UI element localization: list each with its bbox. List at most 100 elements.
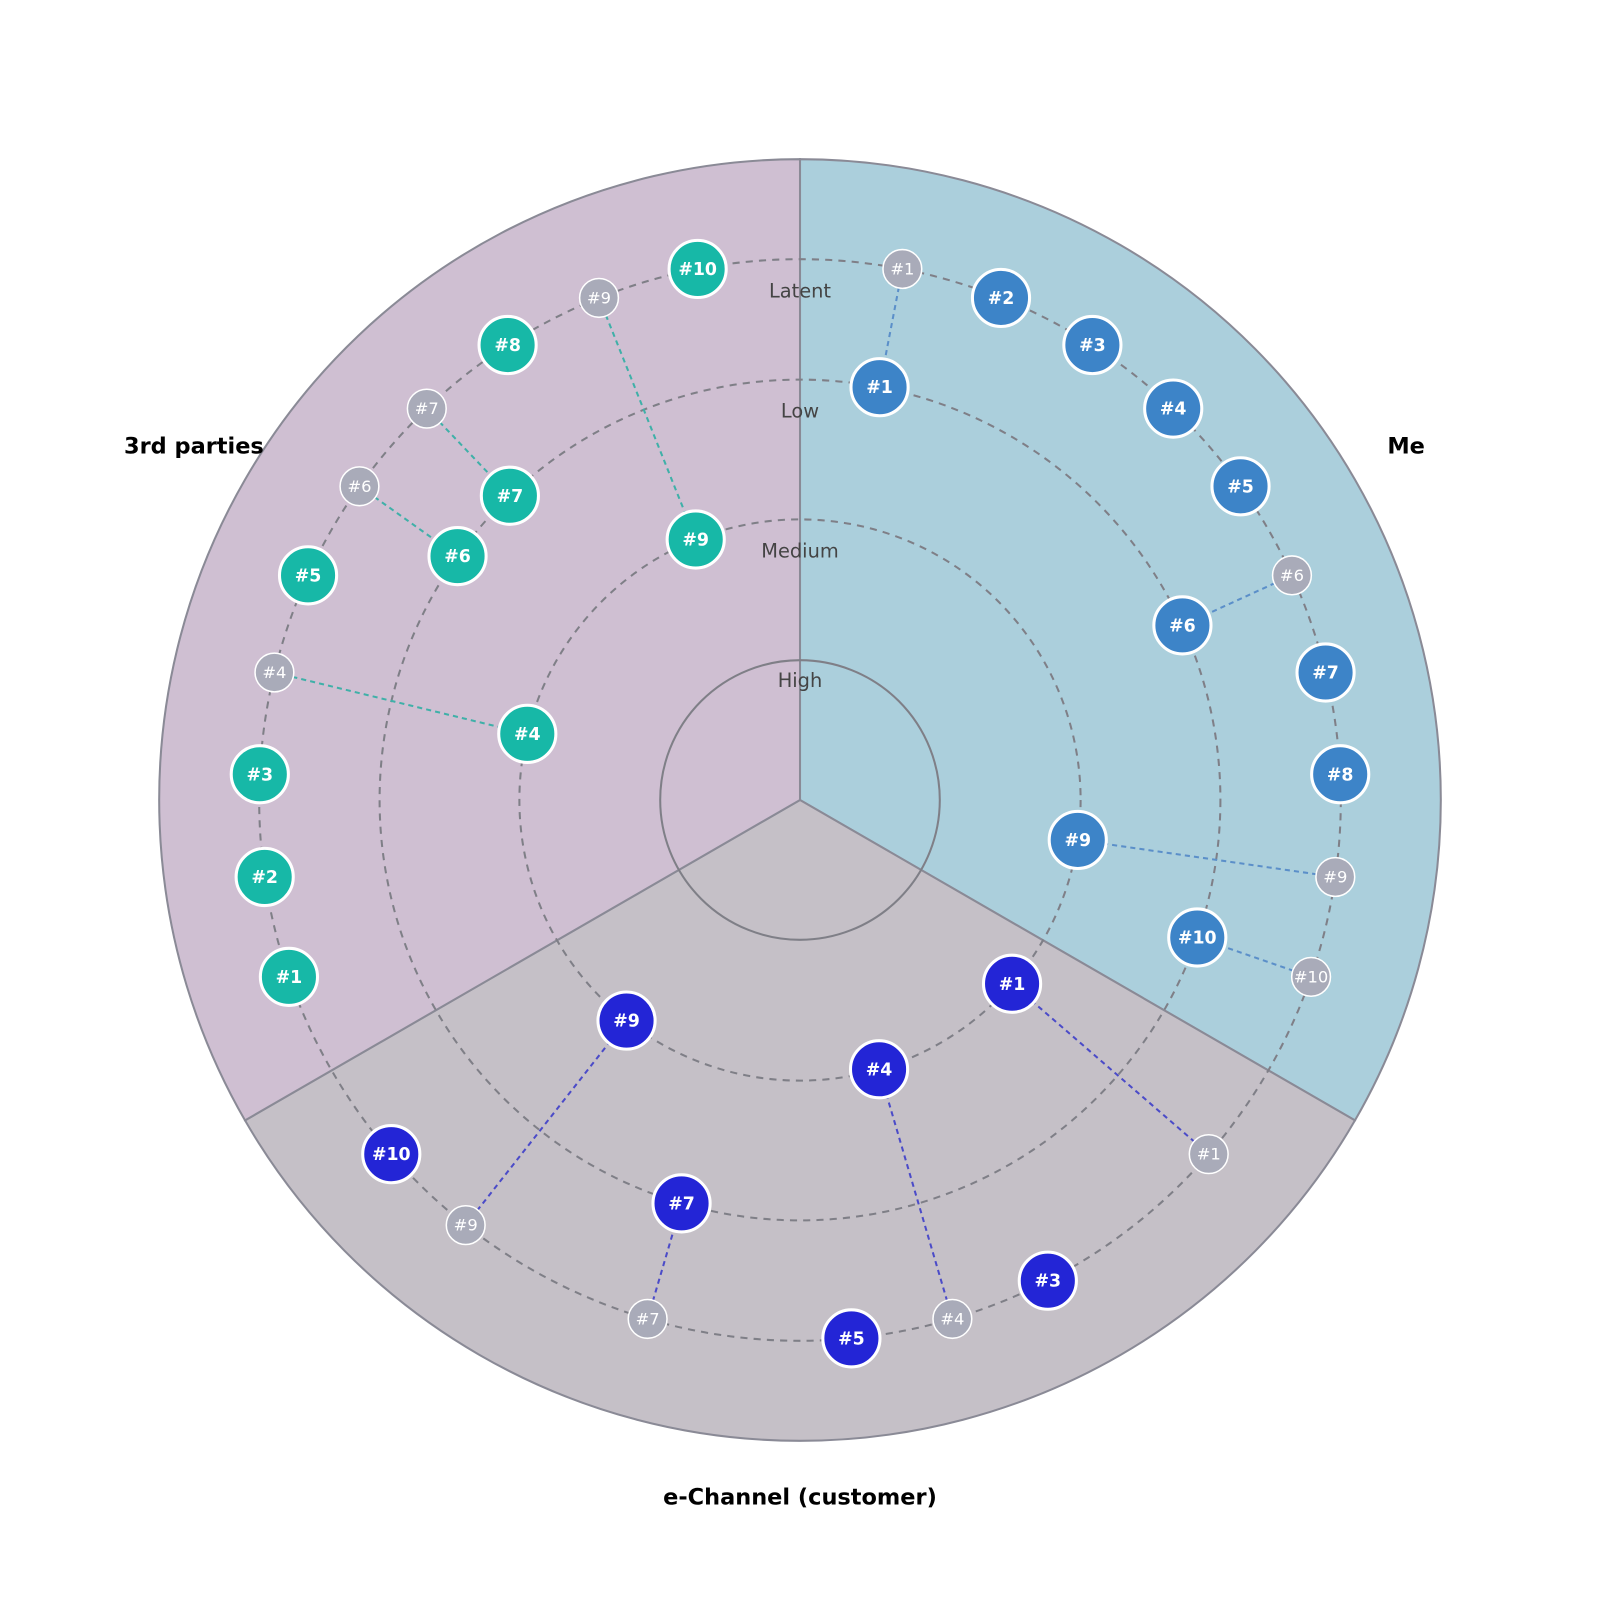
previous-position-label: #4: [262, 663, 286, 682]
previous-position-marker: [1271, 555, 1313, 596]
item-label: #3: [1079, 336, 1106, 356]
item-label: #6: [444, 547, 471, 567]
item-marker: [1310, 744, 1371, 805]
item-label: #1: [276, 968, 303, 988]
ring-low: [378, 378, 1222, 1222]
item-label: #3: [1035, 1272, 1062, 1292]
item-marker: [1210, 456, 1271, 517]
item-marker: [651, 1173, 712, 1234]
previous-position-label: #6: [347, 477, 371, 496]
item-label: #8: [1327, 765, 1354, 785]
item-label: #10: [678, 260, 717, 280]
previous-position-marker: [445, 1204, 486, 1246]
item-label: #7: [497, 487, 524, 507]
item-marker: [1047, 809, 1108, 871]
ring-labels: High Medium Low Latent: [761, 279, 838, 692]
item-marker: [277, 545, 339, 606]
movement-line: [598, 297, 697, 540]
item-marker: [848, 1039, 910, 1100]
item-label: #2: [251, 868, 278, 888]
item-marker: [821, 1308, 882, 1369]
item-label: #9: [613, 1012, 640, 1032]
previous-position-label: #9: [587, 288, 611, 307]
previous-position-marker: [578, 277, 620, 319]
movement-line: [464, 1019, 628, 1226]
item-marker: [1295, 642, 1356, 703]
previous-position-marker: [932, 1298, 973, 1340]
movement-line: [274, 671, 528, 735]
item-marker: [1143, 378, 1204, 439]
previous-position-label: #9: [454, 1216, 478, 1235]
item-marker: [981, 953, 1043, 1014]
previous-position-label: #7: [415, 399, 439, 418]
movement-line: [1011, 982, 1210, 1155]
movement-line: [1077, 838, 1336, 878]
item-label: #4: [1160, 400, 1187, 420]
previous-position-label: #1: [890, 259, 914, 278]
previous-position-label: #7: [636, 1309, 660, 1328]
item-marker: [479, 465, 540, 526]
item-label: #9: [682, 531, 709, 551]
previous-position-marker: [406, 388, 447, 429]
previous-position-marker: [1188, 1134, 1229, 1175]
ring-label-high: High: [778, 669, 823, 692]
previous-position-label: #9: [1323, 867, 1347, 886]
ring-medium: [518, 518, 1082, 1082]
item-marker: [258, 946, 320, 1007]
previous-position-marker: [339, 466, 380, 507]
previous-position-marker: [1315, 856, 1356, 898]
item-label: #5: [1227, 477, 1254, 497]
item-marker: [229, 744, 290, 805]
previous-position-marker: [627, 1298, 668, 1340]
item-label: #2: [988, 289, 1015, 309]
item-label: #8: [494, 336, 521, 356]
sector-label: e-Channel (customer): [663, 1484, 937, 1510]
item-marker: [1062, 314, 1123, 376]
item-label: #1: [866, 378, 893, 398]
item-marker: [427, 526, 488, 587]
previous-position-marker: [882, 248, 923, 290]
item-label: #6: [1169, 616, 1196, 636]
points: #1 #1 #2 #3 #4 #5 #6 #6 #7 #8 #9 #9 #10 #10 #1 #1 #3 #4 #4…: [229, 238, 1371, 1369]
sector-label: 3rd parties: [124, 433, 264, 459]
item-marker: [477, 314, 538, 376]
previous-position-marker: [254, 652, 295, 693]
item-marker: [361, 1124, 422, 1185]
sector-label: Me: [1387, 433, 1425, 459]
item-label: #5: [838, 1329, 865, 1349]
ring-high: [659, 659, 941, 941]
item-marker: [1167, 907, 1228, 968]
ring-label-medium: Medium: [761, 540, 838, 563]
previous-position-marker: [1290, 956, 1332, 998]
item-marker: [596, 990, 657, 1051]
previous-position-label: #6: [1280, 566, 1304, 585]
previous-position-label: #10: [1294, 967, 1328, 986]
item-label: #10: [1178, 929, 1217, 949]
sector-labels: Me e-Channel (customer) 3rd parties: [124, 433, 1425, 1510]
item-marker: [970, 267, 1032, 329]
item-marker: [665, 509, 726, 570]
previous-position-label: #4: [940, 1309, 964, 1328]
sector-0: [798, 158, 1442, 1122]
item-label: #1: [999, 975, 1026, 995]
previous-position-label: #1: [1197, 1145, 1221, 1164]
item-marker: [1152, 595, 1213, 656]
item-label: #5: [295, 566, 322, 586]
ring-label-low: Low: [781, 400, 819, 423]
sector-2: [158, 158, 802, 1122]
item-marker: [849, 357, 910, 418]
item-label: #4: [866, 1060, 893, 1080]
item-label: #7: [668, 1194, 695, 1214]
item-label: #3: [247, 765, 274, 785]
item-marker: [1017, 1250, 1078, 1311]
item-marker: [667, 238, 728, 300]
item-marker: [497, 703, 558, 764]
item-label: #10: [372, 1145, 411, 1165]
item-marker: [234, 846, 295, 908]
ring-label-latent: Latent: [769, 279, 831, 302]
item-label: #4: [514, 725, 541, 745]
movement-line: [878, 1068, 954, 1320]
item-label: #9: [1064, 831, 1091, 851]
sectors: [158, 158, 1442, 1442]
